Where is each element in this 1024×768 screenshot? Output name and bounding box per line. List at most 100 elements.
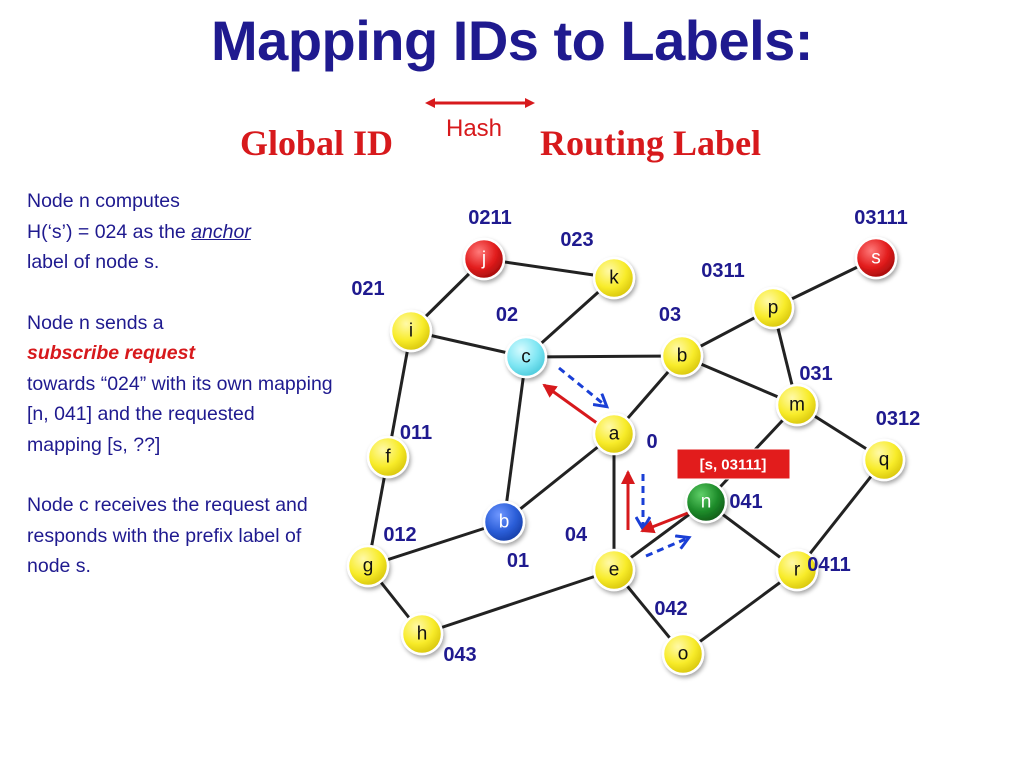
node-b2: b <box>482 500 526 544</box>
nodes-layer: j k s p i c b m a q f n b g e r h o <box>346 236 906 676</box>
routing-label-label: Routing Label <box>540 123 762 163</box>
node-s: s <box>854 236 898 280</box>
node-label-o: o <box>678 644 689 665</box>
node-label-h: h <box>417 624 428 645</box>
edge-i-f <box>386 330 413 458</box>
prefix-label-j: 0211 <box>468 207 511 229</box>
prefix-label-f: 011 <box>400 422 432 444</box>
node-label-b1: b <box>677 346 688 367</box>
anchor-word: anchor <box>191 220 251 243</box>
subscribe-request-word: subscribe request <box>27 342 195 364</box>
hash-label: Hash <box>446 115 503 142</box>
prefix-label-c: 02 <box>496 304 518 326</box>
edge-b2-g <box>367 520 505 568</box>
p2-line1: Node n sends a <box>27 311 164 334</box>
p2-line3: towards “024” with its own mapping [n, 0… <box>27 372 371 456</box>
prefix-label-a: 0 <box>646 431 657 453</box>
p1-line3: label of node s. <box>27 251 160 273</box>
node-label-n: n <box>701 492 712 513</box>
mapping-box-text: [s, 03111] <box>700 457 767 474</box>
node-b1: b <box>660 334 704 378</box>
node-label-e: e <box>609 560 620 581</box>
prefix-label-p: 0311 <box>701 260 744 282</box>
prefix-label-k: 023 <box>560 229 593 251</box>
node-circle-i <box>389 309 433 353</box>
node-g: g <box>346 544 390 588</box>
edge-c-b2 <box>502 356 528 523</box>
edge-r-o <box>682 568 798 656</box>
edge-q-r <box>795 459 886 571</box>
edge-j-k <box>483 257 615 280</box>
prefix-label-b2b: 01 <box>507 550 529 572</box>
node-m: m <box>775 383 819 427</box>
node-label-q: q <box>879 450 890 471</box>
node-circle-g <box>346 544 390 588</box>
slide-title: Mapping IDs to Labels: <box>211 9 813 72</box>
node-i: i <box>389 309 433 353</box>
node-label-m: m <box>789 395 805 416</box>
node-c: c <box>504 335 548 379</box>
edge-h-e <box>421 568 615 636</box>
node-circle-e <box>592 548 636 592</box>
node-label-j: j <box>481 249 486 270</box>
prefix-label-n: 041 <box>729 491 762 513</box>
node-e: e <box>592 548 636 592</box>
node-r: r <box>775 548 819 592</box>
paragraph-response: Node c receives the request and responds… <box>27 490 333 582</box>
node-label-i: i <box>409 321 413 342</box>
node-circle-m <box>775 383 819 427</box>
node-f: f <box>366 435 410 479</box>
node-circle-n <box>684 480 728 524</box>
prefix-labels-layer: 0211 023 03111 0311 021 02 03 031 0312 011 0 041 012… <box>351 207 920 666</box>
node-circle-p <box>751 286 795 330</box>
reply-arrow-e <box>640 511 689 534</box>
node-label-f: f <box>385 447 391 468</box>
node-circle-k <box>592 256 636 300</box>
node-label-k: k <box>609 268 619 289</box>
node-label-a: a <box>609 424 620 445</box>
node-circle-b2 <box>482 500 526 544</box>
node-circle-o <box>661 632 705 676</box>
mapping-box: [s, 03111] <box>676 448 791 480</box>
request-arrow-c <box>558 366 606 406</box>
paragraph-subscribe: Node n sends a subscribe request towards… <box>27 308 333 461</box>
node-circle-s <box>854 236 898 280</box>
prefix-label-s: 03111 <box>854 207 907 229</box>
node-a: a <box>592 412 636 456</box>
node-label-c: c <box>521 347 531 368</box>
prefix-label-m: 031 <box>799 363 832 385</box>
reply-arrow-c <box>542 383 602 428</box>
node-circle-h <box>400 612 444 656</box>
node-o: o <box>661 632 705 676</box>
node-label-r: r <box>794 560 801 581</box>
node-k: k <box>592 256 636 300</box>
edge-c-b1 <box>525 354 683 359</box>
prefix-label-b1: 03 <box>659 304 681 326</box>
node-circle-c <box>504 335 548 379</box>
prefix-label-b2: 012 <box>383 524 416 546</box>
global-id-label: Global ID <box>240 123 394 163</box>
message-arrows <box>542 366 689 558</box>
node-j: j <box>462 237 506 281</box>
prefix-label-e: 04 <box>565 524 588 546</box>
p1-line2: H(‘s’) = 024 as the <box>27 220 192 243</box>
node-circle-b1 <box>660 334 704 378</box>
prefix-label-q: 0312 <box>876 408 921 430</box>
node-label-g: g <box>363 556 374 577</box>
prefix-label-o: 042 <box>654 598 687 620</box>
node-p: p <box>751 286 795 330</box>
node-q: q <box>862 438 906 482</box>
edges-layer <box>366 256 886 656</box>
node-circle-j <box>462 237 506 281</box>
node-circle-r <box>775 548 819 592</box>
edge-a-b2 <box>503 432 615 524</box>
node-label-s: s <box>871 248 881 269</box>
p1-line1: Node n computes <box>27 190 180 212</box>
node-n: n <box>684 480 728 524</box>
node-circle-f <box>366 435 410 479</box>
prefix-label-i: 021 <box>351 278 384 300</box>
p3-text: Node c receives the request and responds… <box>27 494 308 577</box>
paragraph-anchor: Node n computes H(‘s’) = 024 as the anch… <box>27 186 333 278</box>
prefix-label-h: 043 <box>443 644 476 666</box>
